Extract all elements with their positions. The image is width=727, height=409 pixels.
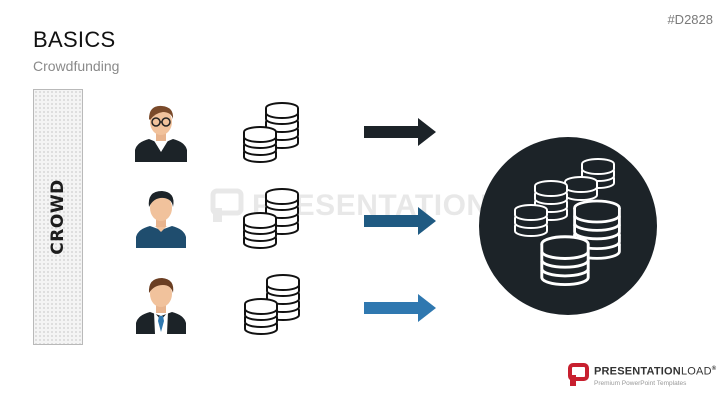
arrow-shape [364, 118, 436, 146]
funding-pool [479, 137, 657, 315]
logo-brand-light: LOAD [680, 365, 712, 378]
coin-stacks-icon [243, 188, 299, 249]
arrow-shape [364, 207, 436, 235]
arrow-right-icon [364, 118, 436, 146]
page-title: BASICS [33, 27, 116, 52]
businessman-glasses-icon [135, 105, 187, 162]
coin-stacks-icon [244, 274, 300, 335]
slide-code: #D2828 [667, 12, 713, 27]
arrow-right-icon [364, 294, 436, 322]
crowd-panel [33, 89, 83, 345]
coin-stacks-icon [243, 102, 299, 163]
man-avatar-icon [136, 191, 186, 248]
logo-tagline: Premium PowerPoint Templates [594, 379, 687, 387]
businessman-tie-icon [136, 278, 186, 334]
logo-brand-bold: PRESENTATION [594, 365, 681, 378]
presentationload-logo-icon [568, 363, 589, 386]
logo-registered: ® [711, 366, 717, 372]
pool-circle [479, 137, 657, 315]
arrow-right-icon [364, 207, 436, 235]
page-subtitle: Crowdfunding [33, 58, 120, 74]
arrow-shape [364, 294, 436, 322]
brand-logo: PRESENTATIONLOAD® Premium PowerPoint Tem… [568, 363, 716, 388]
crowd-label: CROWD [48, 179, 68, 255]
watermark-logo-icon [210, 188, 244, 222]
